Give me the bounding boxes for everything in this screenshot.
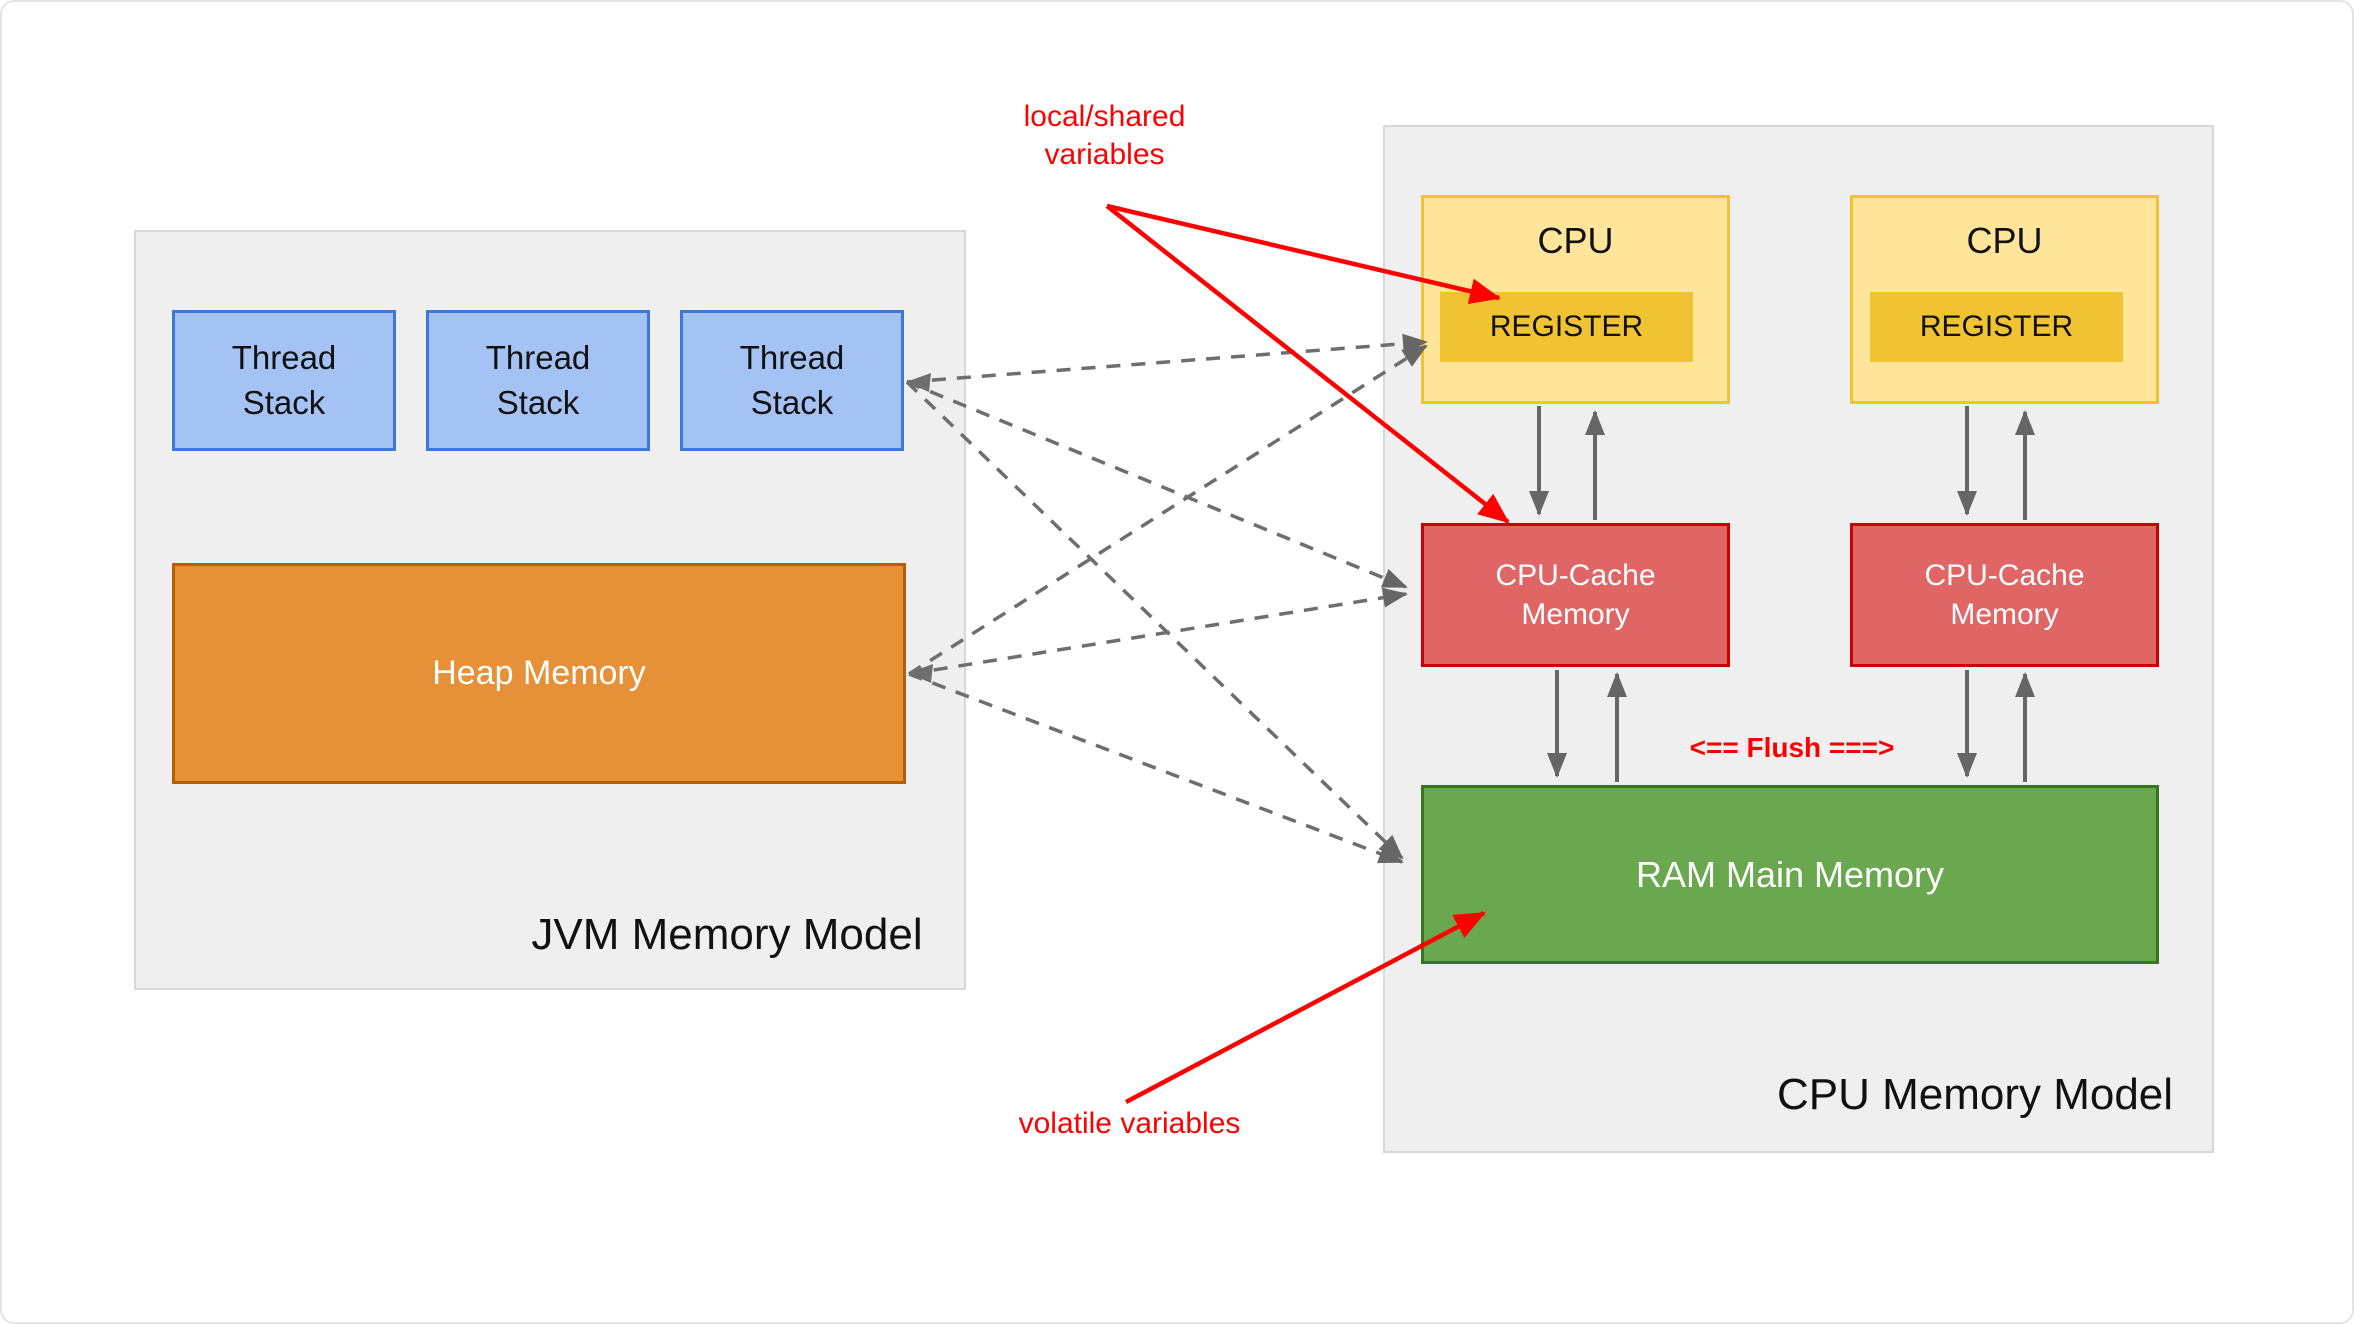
dashed-arrow-stack-to-cache: [906, 380, 1408, 589]
cpu-label-2: CPU: [1966, 220, 2043, 261]
dashed-arrow-heap-to-register: [908, 344, 1428, 676]
ram-main-memory-box: RAM Main Memory: [1421, 785, 2159, 964]
register-box-1: REGISTER: [1440, 292, 1693, 362]
volatile-variables-annotation: volatile variables: [1018, 1107, 1241, 1140]
flush-annotation: <== Flush ===>: [1689, 732, 1895, 763]
cpu-label-1: CPU: [1537, 220, 1614, 261]
dashed-arrow-stack-to-register: [906, 333, 1428, 384]
cpu-cache-box-1: CPU-Cache Memory: [1421, 523, 1730, 667]
dashed-arrow-heap-to-ram: [908, 672, 1404, 864]
register-box-2: REGISTER: [1870, 292, 2123, 362]
thread-stack-box-1: Thread Stack: [172, 310, 396, 451]
local-shared-variables-annotation: local/shared variables: [1023, 100, 1186, 171]
thread-stack-box-2: Thread Stack: [426, 310, 650, 451]
ram-main-memory-label: RAM Main Memory: [1635, 853, 1945, 895]
cpu-cache-label-2: CPU-Cache Memory: [1924, 559, 2085, 631]
cpu-cache-box-2: CPU-Cache Memory: [1850, 523, 2159, 667]
heap-memory-label: Heap Memory: [432, 654, 646, 692]
heap-memory-box: Heap Memory: [172, 563, 906, 784]
register-label-1: REGISTER: [1489, 310, 1644, 343]
thread-stack-label-1: Thread Stack: [231, 338, 337, 421]
cpu-panel-title: CPU Memory Model: [1776, 1070, 2174, 1119]
thread-stack-label-3: Thread Stack: [739, 338, 845, 421]
register-label-2: REGISTER: [1919, 310, 2074, 343]
dashed-arrow-stack-to-ram: [905, 380, 1404, 860]
thread-stack-box-3: Thread Stack: [680, 310, 904, 451]
dashed-arrow-heap-to-cache: [908, 587, 1408, 676]
cpu-cache-label-1: CPU-Cache Memory: [1495, 559, 1656, 631]
jvm-panel-title: JVM Memory Model: [531, 910, 923, 959]
thread-stack-label-2: Thread Stack: [485, 338, 591, 421]
